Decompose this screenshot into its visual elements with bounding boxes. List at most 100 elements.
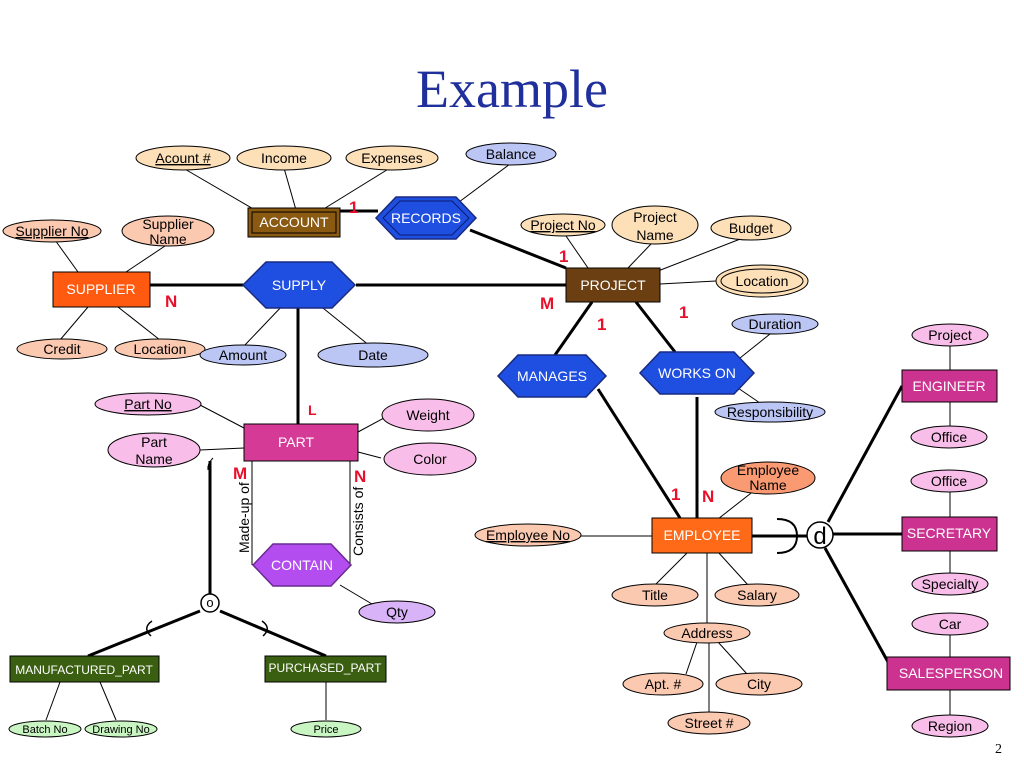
relationship-works-on-label: WORKS ON [658,365,736,381]
attribute-employee-no[interactable]: Employee No [474,523,582,547]
attribute-street-no[interactable]: Street # [667,711,751,735]
attribute-duration[interactable]: Duration [731,313,819,335]
attribute-specialty[interactable]: Specialty [911,572,989,596]
attribute-project-name-line2: Name [636,227,674,243]
attribute-expenses[interactable]: Expenses [345,145,439,171]
attribute-salary[interactable]: Salary [714,583,800,607]
cardinality-manages-project: 1 [597,315,606,334]
attribute-region-label: Region [928,718,972,734]
attribute-price[interactable]: Price [290,720,362,738]
slide-number: 2 [995,742,1002,757]
attribute-credit[interactable]: Credit [16,338,108,360]
relationship-records[interactable]: RECORDS [374,196,478,240]
entity-engineer-label: ENGINEER [912,378,985,394]
attribute-project-location[interactable]: Location [715,264,809,298]
attribute-batch-no[interactable]: Batch No [8,720,82,738]
attribute-drawing-no[interactable]: Drawing No [84,720,158,738]
entity-employee-label: EMPLOYEE [663,527,740,543]
attribute-color[interactable]: Color [383,442,477,476]
attribute-account-no[interactable]: Acount # [135,145,231,171]
entity-supplier[interactable]: SUPPLIER [52,271,151,308]
attribute-address-label: Address [681,625,732,641]
attribute-weight[interactable]: Weight [381,398,475,432]
attribute-address[interactable]: Address [663,622,751,644]
attribute-project-name-line1: Project [633,209,677,225]
relationship-supply-label: SUPPLY [272,277,327,293]
attribute-apt-no-label: Apt. # [645,676,682,692]
entity-purchased-part[interactable]: PURCHASED_PART [264,655,387,683]
attribute-title[interactable]: Title [611,583,699,607]
attribute-balance[interactable]: Balance [465,142,557,166]
attribute-budget[interactable]: Budget [710,215,792,241]
attribute-region[interactable]: Region [911,714,989,738]
attribute-qty[interactable]: Qty [358,600,436,624]
role-consists-of: Consists of [350,487,366,556]
entity-manufactured-part[interactable]: MANUFACTURED_PART [9,655,160,683]
entity-secretary[interactable]: SECRETARY [901,516,998,552]
relationship-records-label: RECORDS [391,210,461,226]
attribute-part-name[interactable]: Part Name [107,432,201,468]
attribute-responsibility[interactable]: Responsibility [714,401,826,423]
attribute-car[interactable]: Car [911,612,989,636]
entity-engineer[interactable]: ENGINEER [901,369,998,403]
cardinality-contain-made-up: M [233,464,247,483]
relationship-supply[interactable]: SUPPLY [241,261,357,309]
attribute-employee-name[interactable]: Employee Name [720,461,816,495]
attribute-part-name-line1: Part [141,434,167,450]
attribute-engineer-office[interactable]: Office [910,425,988,449]
connector-lines [45,163,951,721]
attribute-weight-label: Weight [406,407,449,423]
attribute-secretary-office[interactable]: Office [910,469,988,493]
attribute-engineer-project-label: Project [928,327,972,343]
specialization-disjoint: d [776,518,834,554]
relationship-contain[interactable]: CONTAIN [251,543,353,587]
entity-part[interactable]: PART [243,423,359,462]
attribute-account-no-label: Acount # [155,150,210,166]
attribute-budget-label: Budget [729,220,773,236]
disjoint-d-label: d [813,523,826,550]
entity-salesperson[interactable]: SALESPERSON [886,656,1011,691]
cardinality-supply-project: M [540,294,554,313]
relationship-works-on[interactable]: WORKS ON [638,351,756,395]
attribute-project-name[interactable]: Project Name [611,205,699,245]
attribute-title-label: Title [642,587,668,603]
cardinality-works-on-employee: N [702,487,714,506]
attribute-supplier-no[interactable]: Supplier No [2,219,102,243]
entity-project[interactable]: PROJECT [565,267,661,303]
entity-employee[interactable]: EMPLOYEE [651,517,753,554]
relationship-contain-label: CONTAIN [271,557,333,573]
attribute-supplier-location[interactable]: Location [114,338,206,360]
attribute-qty-label: Qty [386,604,408,620]
attribute-car-label: Car [939,616,962,632]
attribute-part-no-label: Part No [124,396,172,412]
attribute-amount[interactable]: Amount [199,344,287,366]
attribute-city[interactable]: City [715,672,803,696]
attribute-responsibility-label: Responsibility [727,404,813,420]
attribute-engineer-project[interactable]: Project [911,323,989,347]
attribute-city-label: City [747,676,771,692]
entity-account-label: ACCOUNT [259,214,329,230]
attribute-employee-name-line1: Employee [737,462,799,478]
attribute-supplier-no-label: Supplier No [15,223,88,239]
slide-title: Example [416,59,608,119]
overlap-o-label: o [206,595,213,610]
attribute-supplier-location-label: Location [134,341,187,357]
attribute-project-no[interactable]: Project No [520,213,606,237]
entity-supplier-label: SUPPLIER [66,281,135,297]
attribute-color-label: Color [413,451,447,467]
cardinality-works-on-project: 1 [679,303,688,322]
entity-manufactured-part-label: MANUFACTURED_PART [15,663,153,677]
attribute-income[interactable]: Income [236,145,332,171]
attribute-batch-no-label: Batch No [22,724,67,736]
entity-part-label: PART [278,434,314,450]
entity-account[interactable]: ACCOUNT [247,207,341,238]
attribute-part-no[interactable]: Part No [94,392,202,416]
attribute-date[interactable]: Date [317,342,429,368]
attribute-supplier-name-line1: Supplier [142,216,194,232]
attribute-supplier-name[interactable]: Supplier Name [121,215,215,247]
entity-secretary-label: SECRETARY [907,525,992,541]
attribute-apt-no[interactable]: Apt. # [622,672,704,696]
relationship-manages[interactable]: MANAGES [496,354,608,398]
attribute-supplier-name-line2: Name [149,231,187,247]
